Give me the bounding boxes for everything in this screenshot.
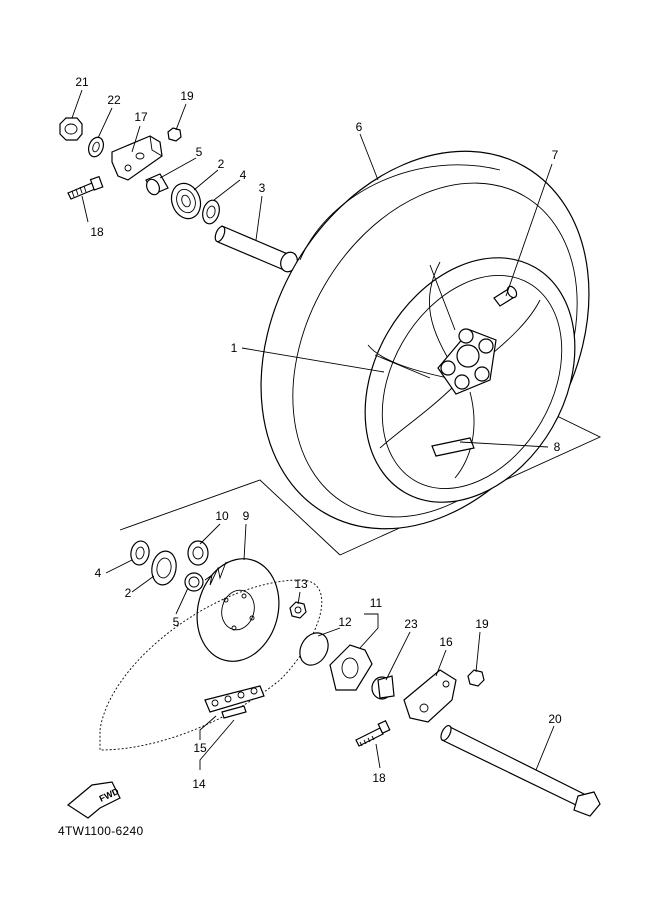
valve-7	[493, 285, 518, 307]
washer-22	[87, 136, 105, 158]
collar-23	[371, 675, 395, 700]
callout-21: 21	[75, 75, 89, 89]
callout-2-upper: 2	[218, 157, 225, 171]
leader-lines	[71, 89, 555, 771]
chain-puller-16	[403, 669, 457, 723]
bolt-18-lower	[355, 719, 391, 747]
nut-19-upper	[167, 127, 182, 142]
o-ring-12	[299, 632, 329, 666]
chain-joint-15	[204, 685, 265, 713]
callout-5-upper: 5	[196, 145, 203, 159]
axle-20	[440, 724, 601, 817]
callout-3: 3	[259, 181, 266, 195]
callout-14: 14	[192, 777, 206, 791]
callout-11: 11	[370, 596, 383, 610]
callout-19-lower: 19	[475, 617, 489, 631]
washer-4-lower	[130, 540, 150, 566]
callout-19-upper: 19	[180, 89, 194, 103]
callout-9: 9	[243, 509, 250, 523]
callout-5-lower: 5	[173, 615, 180, 629]
callout-22: 22	[107, 93, 121, 107]
callout-18-upper: 18	[90, 225, 104, 239]
callout-18-lower: 18	[372, 771, 386, 785]
callout-1: 1	[231, 341, 238, 355]
callout-13: 13	[294, 577, 308, 591]
callout-4-lower: 4	[95, 566, 102, 580]
sprocket-9	[196, 558, 280, 662]
spacer-tube-3	[214, 225, 298, 273]
collar-5-upper	[145, 173, 169, 196]
hub-bolts	[437, 328, 497, 395]
nut-21	[59, 117, 83, 141]
callout-20: 20	[548, 712, 562, 726]
diagram-code: 4TW1100-6240	[58, 824, 144, 838]
collar-5-lower	[184, 572, 204, 592]
callout-2-lower: 2	[125, 586, 132, 600]
chain-clip-14	[221, 705, 247, 719]
drive-hub-11	[329, 644, 373, 691]
callout-17: 17	[134, 110, 148, 124]
nut-13	[289, 601, 307, 619]
callout-8: 8	[554, 440, 561, 454]
nut-19-lower	[467, 669, 485, 687]
bearing-2-upper	[170, 182, 202, 220]
fwd-arrow: FWD	[66, 781, 121, 819]
bolt-18-upper	[67, 175, 104, 200]
callout-12: 12	[338, 615, 352, 629]
washer-4-upper	[202, 199, 220, 225]
chain-puller-17	[111, 135, 163, 181]
callout-labels: 21 22 17 19 5 2 4 3 18 6 7 1 8 10 9 4 2 …	[75, 75, 562, 791]
callout-23: 23	[404, 617, 418, 631]
bearing-2-lower	[151, 550, 177, 586]
callout-10: 10	[215, 509, 229, 523]
callout-16: 16	[439, 635, 453, 649]
callout-15: 15	[193, 741, 207, 755]
oil-seal-10	[187, 540, 209, 566]
callout-6: 6	[356, 120, 363, 134]
callout-4-upper: 4	[240, 168, 247, 182]
callout-7: 7	[552, 148, 559, 162]
chain-loop	[99, 579, 323, 751]
